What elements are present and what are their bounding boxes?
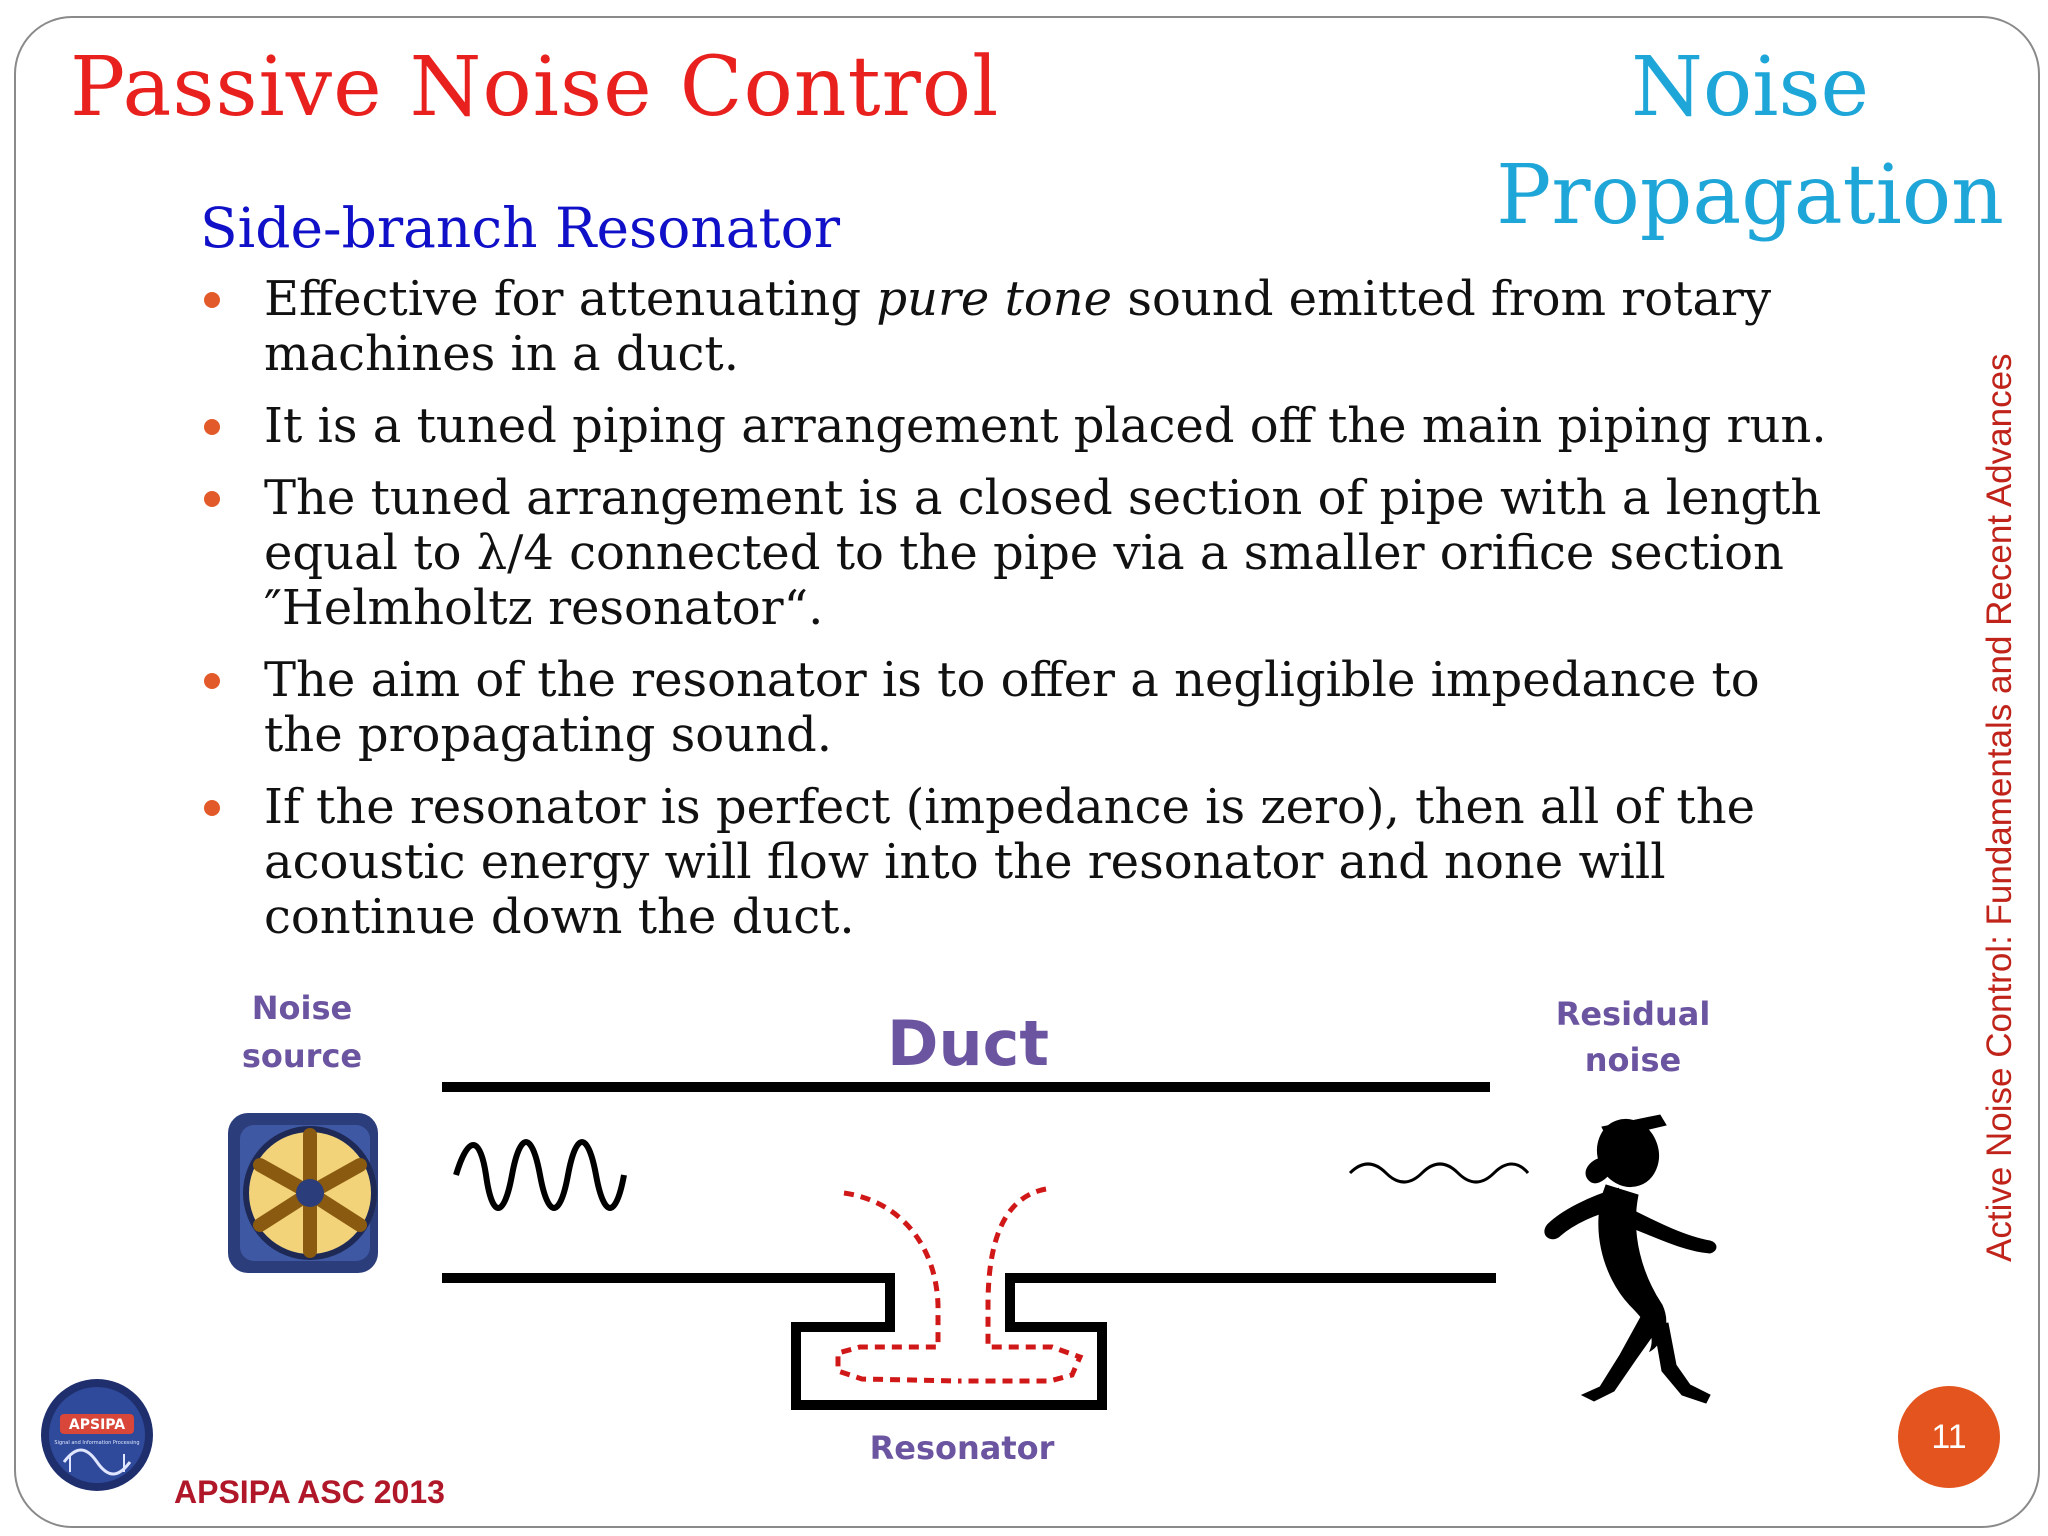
page-number-badge: 11 bbox=[1898, 1386, 2000, 1488]
footer-conference: APSIPA ASC 2013 bbox=[174, 1474, 445, 1510]
logo-text: APSIPA bbox=[69, 1417, 125, 1433]
bullet-item: It is a tuned piping arrangement placed … bbox=[196, 399, 1836, 454]
bullet-icon bbox=[204, 673, 220, 689]
duct-bottom-wall-with-resonator bbox=[442, 1273, 1496, 1410]
bullet-text: It is a tuned piping arrangement placed … bbox=[264, 398, 1827, 454]
bullet-emphasis: pure tone bbox=[876, 271, 1113, 327]
slide-subtitle: Side-branch Resonator bbox=[200, 196, 841, 260]
bullet-icon bbox=[204, 419, 220, 435]
residual-noise-wave bbox=[1348, 1162, 1530, 1184]
bullet-list: Effective for attenuating pure tone soun… bbox=[196, 272, 1836, 962]
section-tag-line2: Propagation bbox=[1496, 148, 2004, 243]
section-tag-line1: Noise bbox=[1631, 40, 1870, 135]
fan-icon bbox=[228, 1113, 378, 1273]
incoming-noise-wave bbox=[453, 1139, 627, 1211]
resonator-label: Resonator bbox=[870, 1429, 1055, 1467]
bullet-text: The tuned arrangement is a closed sectio… bbox=[264, 470, 1822, 636]
logo-subtext: Signal and Information Processing bbox=[54, 1440, 139, 1446]
duct-label: Duct bbox=[887, 1007, 1049, 1080]
noise-source-label-line2: source bbox=[242, 1037, 362, 1075]
noise-source-label-line1: Noise bbox=[252, 989, 352, 1027]
residual-noise-label-line1: Residual bbox=[1556, 995, 1711, 1033]
bullet-text: If the resonator is perfect (impedance i… bbox=[264, 779, 1756, 945]
side-running-title: Active Noise Control: Fundamentals and R… bbox=[1980, 353, 2019, 1262]
bullet-item: The tuned arrangement is a closed sectio… bbox=[196, 471, 1836, 636]
bullet-icon bbox=[204, 292, 220, 308]
duct-diagram: Noise source Duct Residual noise Resonat… bbox=[228, 989, 1717, 1467]
listener-figure-icon bbox=[1544, 1114, 1717, 1404]
residual-noise-label-line2: noise bbox=[1585, 1041, 1681, 1079]
bullet-item: The aim of the resonator is to offer a n… bbox=[196, 653, 1836, 763]
apsipa-logo: APSIPA Signal and Information Processing bbox=[41, 1379, 153, 1491]
bullet-icon bbox=[204, 800, 220, 816]
bullet-icon bbox=[204, 491, 220, 507]
bullet-text: The aim of the resonator is to offer a n… bbox=[264, 652, 1760, 763]
section-tag: Noise Propagation bbox=[1496, 34, 2004, 250]
bullet-item: Effective for attenuating pure tone soun… bbox=[196, 272, 1836, 382]
bullet-item: If the resonator is perfect (impedance i… bbox=[196, 780, 1836, 945]
resonator-flow-lines bbox=[835, 1186, 1084, 1384]
slide-title: Passive Noise Control bbox=[70, 40, 1000, 135]
bullet-text: sound emitted from rotary machines in a … bbox=[264, 271, 1772, 382]
bullet-text: Effective for attenuating bbox=[264, 271, 877, 327]
